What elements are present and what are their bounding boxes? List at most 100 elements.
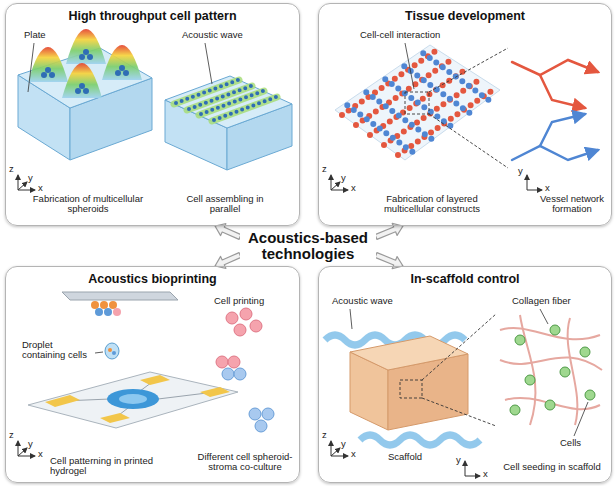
axis-label: z [322,430,327,440]
seeded-cells [585,390,595,400]
vessel-network [512,60,598,75]
acoustic-device [200,387,230,397]
blue-cell-rows [382,77,452,127]
axis-label: x [351,449,356,459]
axis-label: x [38,449,43,459]
leader-line [574,402,588,436]
seeded-cells [510,325,595,415]
cell-clusters [216,356,228,368]
seeded-cells [580,347,590,357]
axis-label: x [545,183,550,193]
scaffold-block [350,336,468,370]
red-cell-rows [342,50,493,155]
acoustic-device [45,395,80,407]
cell-clusters [249,408,261,420]
cell-clusters [234,368,246,380]
layered-construct [335,45,500,160]
axis-label: y [28,173,33,183]
seeded-cells [515,335,525,345]
print-plate [104,308,112,316]
cell-clusters [262,408,274,420]
pressure-peak [66,29,106,64]
acoustic-device [28,372,238,428]
block-arrow [215,224,241,240]
zoom-callout [429,48,508,92]
panel-title: Acoustics bioprinting [6,272,299,287]
spheroid-cells [123,70,129,76]
axis-label: z [9,164,14,174]
axis-symbol [331,448,340,456]
leader-line [405,43,414,89]
axis-symbol [18,182,27,190]
print-plate [109,301,117,309]
axis-label: x [483,469,488,479]
axis-symbol [465,476,480,477]
axis-symbol [18,448,27,456]
parallel-chamber [165,76,292,170]
seeded-cells [550,325,560,335]
axis-symbol [331,441,332,456]
vessel-network [512,60,598,160]
annotation-label: Plate [24,30,46,40]
axis-symbol [527,175,528,190]
cell-clusters [240,308,252,320]
blue-cell-rows [344,103,414,153]
spheroid-cells [119,65,125,71]
spheroid-cells [49,72,55,78]
seeded-cells [560,367,570,377]
panel-title: In-scaffold control [319,272,611,287]
assembled-cells [176,80,276,120]
axis-symbol [465,461,466,476]
vessel-network [540,75,585,108]
acoustic-band [212,97,277,121]
technology-panel: High throughput cell pattern [5,3,300,226]
cell-clusters [216,308,274,432]
assembled-cells [201,91,263,114]
annotation-label: Cell assembling in parallel [180,194,270,215]
print-plate [95,308,103,316]
axis-symbol [18,441,19,456]
annotation-label: Cells [560,438,581,448]
axis-symbol [18,175,542,476]
parallel-chamber [165,76,292,128]
annotation-label: Vessel network formation [534,194,610,215]
leader-line [95,352,103,353]
acoustic-device [140,375,170,385]
acoustic-wave [360,435,480,445]
print-plate [100,301,108,309]
zoom-callout [400,314,496,426]
cell-clusters [222,368,234,380]
panel-title: Tissue development [319,9,611,24]
pressure-peak [102,45,142,80]
assembled-cells [176,80,238,103]
layered-construct [335,45,500,160]
print-plate [62,292,178,316]
acoustic-device [62,380,215,418]
annotation-label: Fabrication of layered multicellular con… [367,194,497,215]
hub-title: Acoustics-based technologies [242,230,374,262]
acoustic-wave [325,335,480,445]
assembled-cells [189,86,251,109]
axis-label: y [341,439,346,449]
zoom-callout [405,92,429,114]
spheroid-cells [45,67,51,73]
print-plate [91,301,99,309]
spheroid-cells [83,49,89,55]
zoom-callout [400,380,422,398]
axis-label: y [518,166,523,176]
annotation-label: Cell-cell interaction [360,30,440,40]
axis-symbol [331,175,332,190]
panel-title: High throughput cell pattern [6,9,299,24]
annotation-label: Cell seeding in scaffold [497,462,607,472]
annotation-label: Cell patterning in printed hydrogel [50,456,185,477]
axis-symbol [331,456,348,457]
axis-symbol [331,190,348,191]
collagen-fiber [500,315,602,425]
droplet [112,351,116,355]
zoom-callout [405,48,508,168]
annotation-label: Scaffold [388,452,422,462]
axis-label: x [351,183,356,193]
print-plate [113,308,121,316]
droplet [108,348,112,352]
